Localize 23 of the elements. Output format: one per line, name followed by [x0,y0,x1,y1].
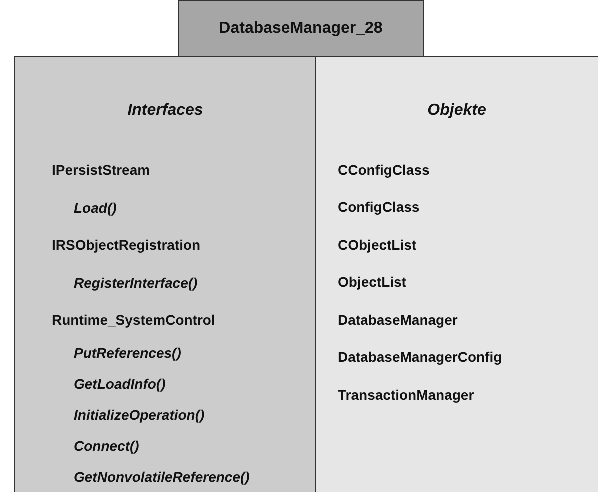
object-name: CConfigClass [338,160,431,180]
interface-name: Runtime_SystemControl [52,310,216,330]
title-text: DatabaseManager_28 [219,20,383,38]
object-name: TransactionManager [338,386,476,405]
method-name: GetLoadInfo() [73,374,167,394]
column-panel [315,56,598,492]
object-name: CObjectList [338,236,418,255]
column-heading: Interfaces [126,102,204,120]
column-heading: Objekte [426,102,488,120]
interface-name: IRSObjectRegistration [52,236,201,255]
interface-name: IPersistStream [52,161,150,180]
method-name: Connect() [73,436,140,456]
object-name: DatabaseManager [338,310,459,330]
object-name: ConfigClass [338,198,421,218]
column-panel [14,56,316,492]
method-name: GetNonvolatileReference() [73,468,250,487]
method-name: Load() [73,199,118,218]
method-name: PutReferences() [73,344,182,363]
method-name: RegisterInterface() [73,274,199,293]
method-name: InitializeOperation() [73,406,206,425]
title-box [178,0,424,56]
object-name: ObjectList [338,273,408,292]
object-name: DatabaseManagerConfig [338,348,502,368]
